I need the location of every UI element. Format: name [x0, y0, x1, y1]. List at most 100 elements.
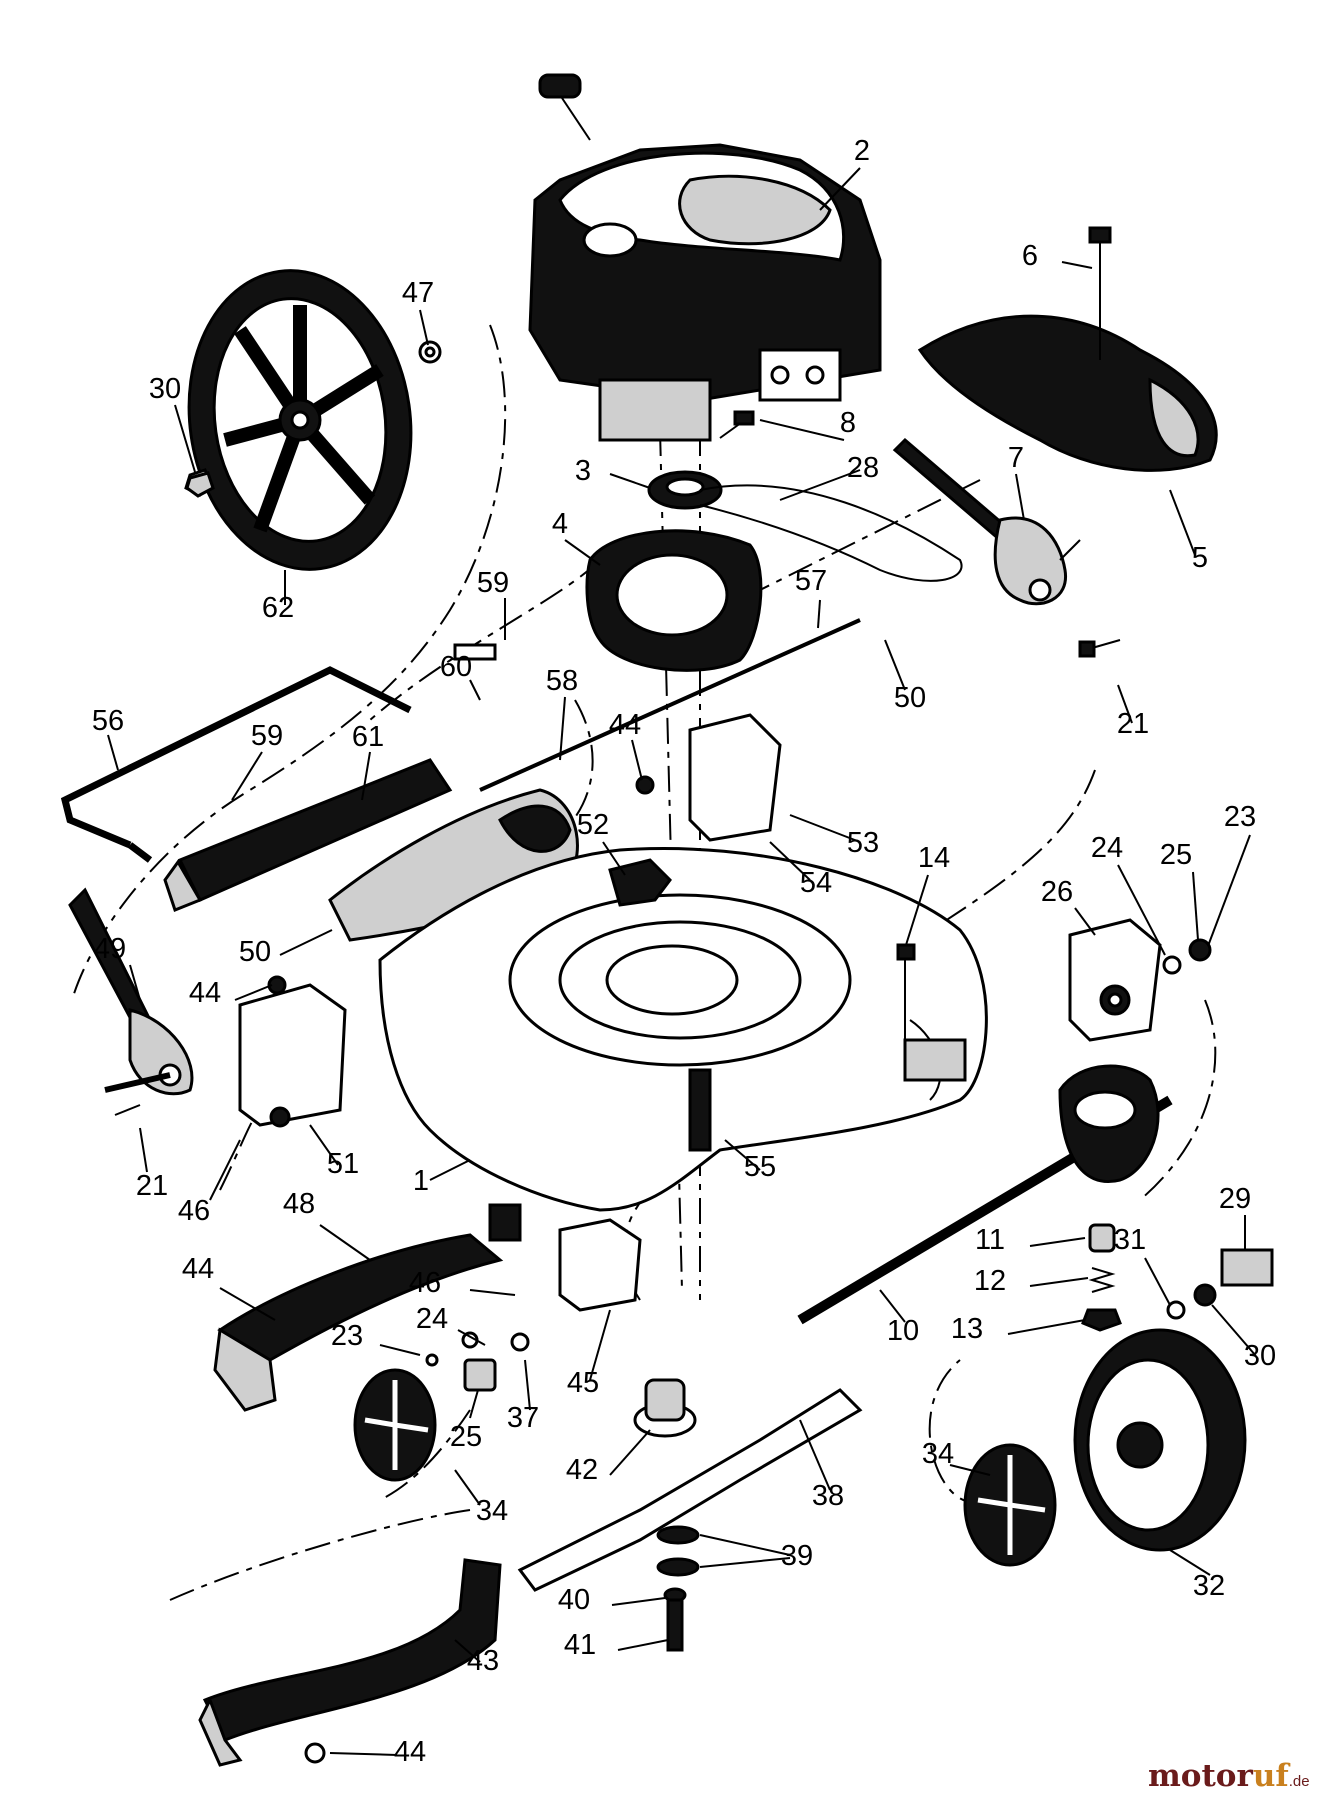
callout-57: 57: [795, 565, 827, 597]
leader-line-26: [1074, 907, 1096, 936]
leader-line-48: [319, 1224, 371, 1261]
callout-60: 60: [440, 651, 472, 683]
callout-21: 21: [1117, 708, 1149, 740]
callout-21: 21: [136, 1170, 168, 1202]
leader-line-38: [799, 1419, 831, 1491]
watermark-part-a: motor: [1148, 1758, 1253, 1794]
leader-line-56: [107, 734, 119, 771]
callout-6: 6: [1022, 240, 1038, 272]
callout-8: 8: [840, 407, 856, 439]
callout-51: 51: [327, 1148, 359, 1180]
callout-34: 34: [476, 1495, 508, 1527]
leader-line-12: [1029, 1277, 1089, 1287]
blade-assembly: [517, 1378, 863, 1652]
leader-line-24: [457, 1329, 486, 1346]
callout-50: 50: [239, 936, 271, 968]
callout-62: 62: [262, 592, 294, 624]
callout-labels: 1234567810111213142121232324242525262829…: [92, 135, 1276, 1768]
leader-line-50: [279, 929, 333, 956]
leader-line-40: [611, 1597, 666, 1606]
front-skirt: [213, 1203, 522, 1412]
callout-24: 24: [1091, 832, 1123, 864]
leader-line-58: [559, 696, 566, 761]
height-lever-rear: [892, 437, 1121, 658]
leader-line-10: [879, 1289, 906, 1323]
leader-line-21: [1117, 684, 1133, 724]
front-wheel-left: [353, 1332, 530, 1482]
watermark-part-b: uf: [1253, 1758, 1291, 1794]
callout-50: 50: [894, 682, 926, 714]
callout-11: 11: [975, 1224, 1005, 1256]
callout-13: 13: [951, 1313, 983, 1345]
callout-30: 30: [149, 373, 181, 405]
leader-line-3: [609, 473, 651, 489]
callout-25: 25: [450, 1421, 482, 1453]
callout-54: 54: [800, 867, 832, 899]
rear-shield: [917, 226, 1218, 472]
callout-32: 32: [1193, 1570, 1225, 1602]
callout-38: 38: [812, 1480, 844, 1512]
drive-components: [585, 410, 963, 672]
leader-line-59: [231, 751, 263, 801]
callout-58: 58: [546, 665, 578, 697]
callout-44: 44: [182, 1253, 214, 1285]
callout-55: 55: [744, 1151, 776, 1183]
leader-line-46: [469, 1289, 516, 1296]
leader-line-41: [617, 1639, 669, 1651]
leader-line-28: [779, 469, 861, 501]
callout-40: 40: [558, 1584, 590, 1616]
callout-47: 47: [402, 277, 434, 309]
callout-46: 46: [178, 1195, 210, 1227]
callout-61: 61: [352, 721, 384, 753]
callout-28: 28: [847, 452, 879, 484]
callout-49: 49: [94, 933, 126, 965]
callout-31: 31: [1114, 1224, 1146, 1256]
height-lever-left: [68, 887, 194, 1116]
svg-text:motoruf.de: motoruf.de: [1148, 1758, 1310, 1794]
leader-line-44: [631, 739, 643, 781]
leader-line-60: [469, 679, 481, 701]
leader-line-44: [329, 1752, 398, 1756]
leader-line-4: [564, 539, 601, 566]
leader-line-44: [234, 984, 273, 1001]
leader-line-44: [219, 1287, 276, 1321]
front-axle: [797, 1064, 1173, 1325]
leader-line-49: [129, 964, 141, 1001]
callout-43: 43: [467, 1645, 499, 1677]
callout-46: 46: [409, 1267, 441, 1299]
leader-line-39: [699, 1534, 791, 1556]
leader-line-51: [309, 1124, 339, 1166]
callout-23: 23: [331, 1320, 363, 1352]
leader-line-23: [1207, 834, 1251, 947]
leader-line-39: [699, 1557, 791, 1568]
callout-4: 4: [552, 508, 568, 540]
callout-52: 52: [577, 809, 609, 841]
engine-assembly: [528, 73, 882, 442]
callout-44: 44: [609, 709, 641, 741]
rear-wheel: [184, 269, 442, 571]
leader-line-13: [1007, 1319, 1086, 1335]
watermark-logo: motoruf.de: [1148, 1758, 1310, 1794]
leader-line-1: [429, 1159, 471, 1181]
callout-59: 59: [251, 720, 283, 752]
leader-line-46: [209, 1139, 241, 1201]
callout-30: 30: [1244, 1340, 1276, 1372]
callout-45: 45: [567, 1367, 599, 1399]
leader-line-54: [769, 841, 811, 881]
leader-line-32: [1169, 1549, 1211, 1576]
callout-29: 29: [1219, 1183, 1251, 1215]
callout-25: 25: [1160, 839, 1192, 871]
drive-spring-parts: [1081, 1223, 1122, 1332]
leader-line-30: [174, 404, 196, 473]
leader-line-11: [1029, 1237, 1086, 1247]
leader-line-43: [454, 1639, 481, 1663]
callout-26: 26: [1041, 876, 1073, 908]
callout-53: 53: [847, 827, 879, 859]
leader-line-55: [724, 1139, 761, 1171]
callout-2: 2: [854, 135, 870, 167]
small-parts: [185, 346, 1274, 1367]
leader-line-37: [524, 1359, 531, 1411]
rear-axle-rods: [60, 618, 861, 863]
leader-line-21: [139, 1127, 148, 1173]
